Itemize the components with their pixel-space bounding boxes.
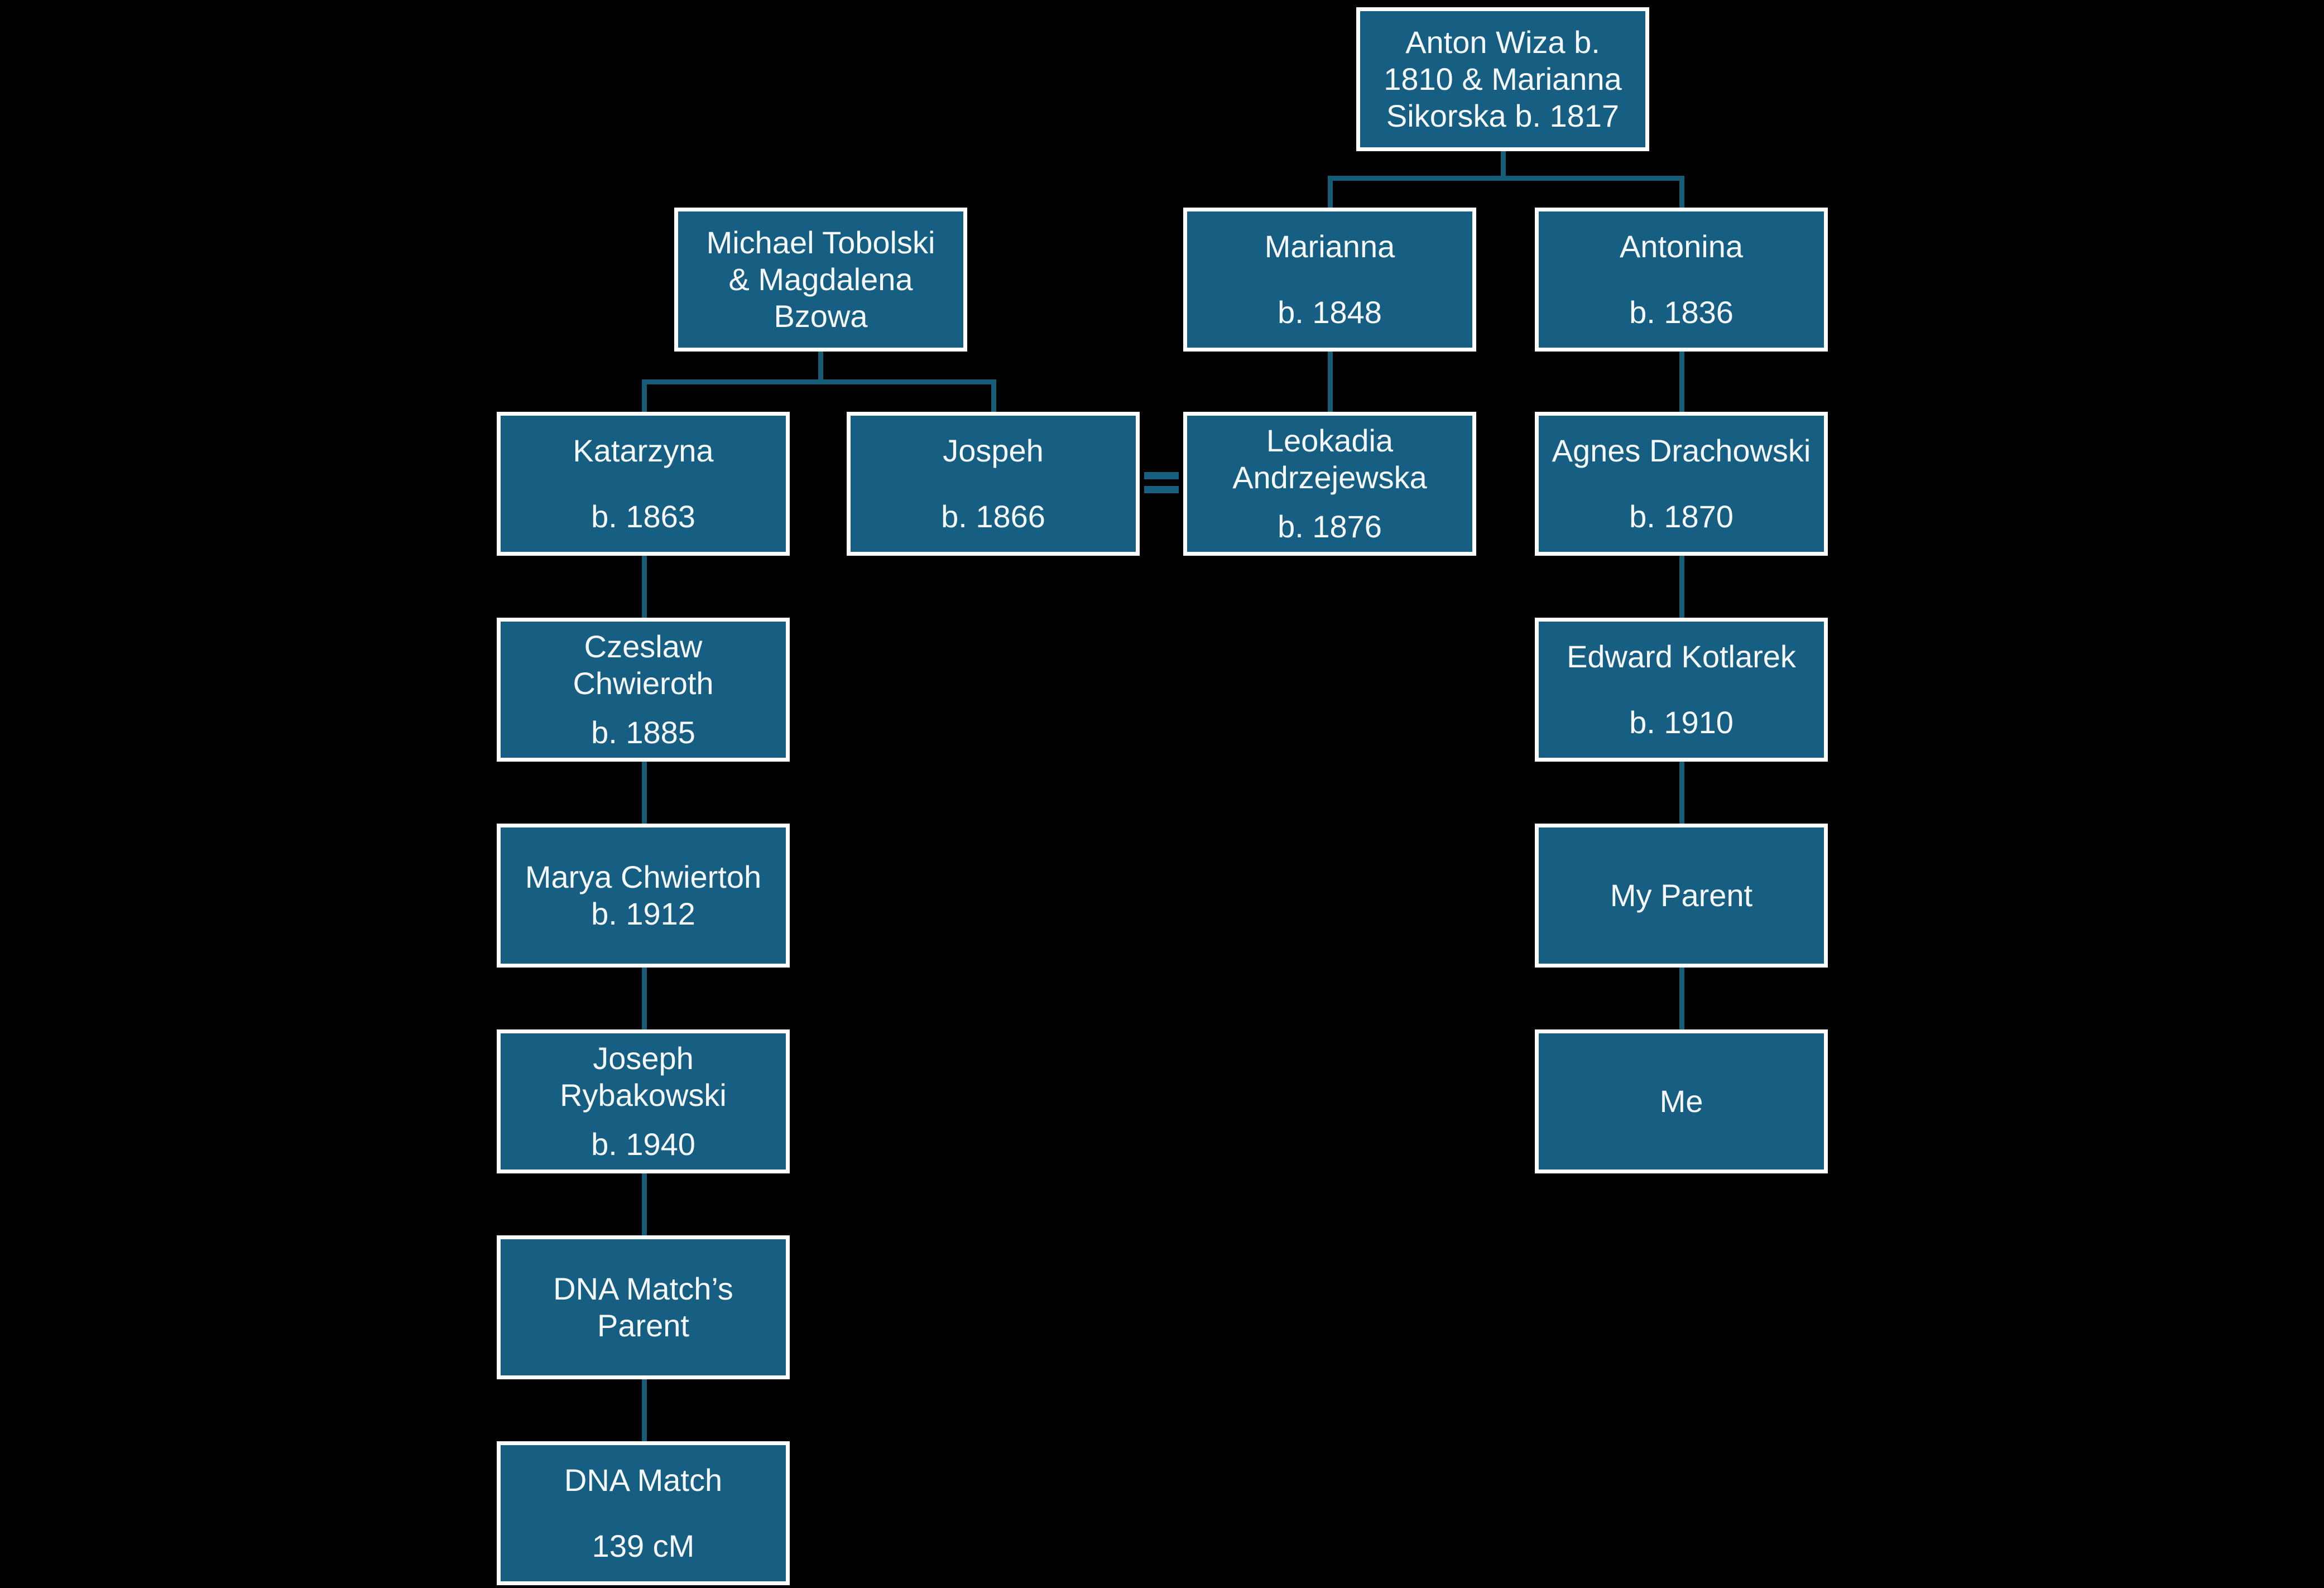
node-marianna: Marianna b. 1848 [1183, 208, 1476, 352]
person-name: Michael Tobolski & Magdalena Bzowa [706, 225, 935, 334]
person-name: Marianna [1264, 229, 1395, 264]
person-birth: b. 1863 [591, 499, 695, 534]
node-czeslaw-chwieroth: Czeslaw Chwieroth b. 1885 [497, 618, 790, 762]
connector-dnaparent-dnamatch [642, 1377, 647, 1441]
person-name: My Parent [1610, 878, 1753, 913]
node-katarzyna: Katarzyna b. 1863 [497, 412, 790, 556]
node-me: Me [1535, 1029, 1828, 1173]
connector-marianna-leokadia [1328, 349, 1333, 412]
connector-michael-stub [818, 349, 823, 383]
connector-drop-katarzyna [642, 379, 647, 412]
connector-anton-stub [1501, 148, 1506, 181]
person-name: Katarzyna [573, 433, 714, 468]
person-birth: b. 1848 [1278, 295, 1382, 330]
person-birth: b. 1885 [591, 715, 695, 750]
node-joseph-rybakowski: Joseph Rybakowski b. 1940 [497, 1029, 790, 1173]
connector-drop-antonina [1679, 176, 1684, 208]
person-birth: b. 1876 [1278, 509, 1382, 544]
node-anton-wiza-marianna-sikorska: Anton Wiza b. 1810 & Marianna Sikorska b… [1356, 7, 1649, 151]
person-name: Edward Kotlarek [1567, 639, 1796, 674]
node-dna-match: DNA Match 139 cM [497, 1441, 790, 1585]
person-birth: b. 1870 [1629, 499, 1734, 534]
person-name: Me [1659, 1084, 1703, 1119]
person-name: Antonina [1619, 229, 1744, 264]
person-birth: b. 1910 [1629, 705, 1734, 740]
person-name: DNA Match’s Parent [553, 1271, 733, 1343]
person-name: Leokadia Andrzejewska [1232, 423, 1427, 495]
person-birth: b. 1912 [591, 896, 695, 931]
person-name: Joseph Rybakowski [560, 1041, 727, 1113]
person-birth: b. 1866 [941, 499, 1045, 534]
connector-mid-horizontal [642, 379, 996, 384]
node-michael-tobolski-magdalena-bzowa: Michael Tobolski & Magdalena Bzowa [674, 208, 967, 352]
connector-antonina-agnes [1679, 349, 1684, 412]
connector-katarzyna-czeslaw [642, 553, 647, 618]
connector-myparent-me [1679, 965, 1684, 1029]
connector-czeslaw-marya [642, 759, 647, 824]
connector-drop-jospeh [991, 379, 996, 412]
person-birth: b. 1836 [1629, 295, 1734, 330]
node-my-parent: My Parent [1535, 824, 1828, 968]
person-name: Czeslaw Chwieroth [573, 629, 714, 701]
node-antonina: Antonina b. 1836 [1535, 208, 1828, 352]
node-edward-kotlarek: Edward Kotlarek b. 1910 [1535, 618, 1828, 762]
connector-top-horizontal [1328, 176, 1684, 181]
node-jospeh: Jospeh b. 1866 [847, 412, 1140, 556]
spouse-equals-icon [1144, 486, 1179, 493]
person-name: DNA Match [564, 1462, 723, 1498]
connector-josephr-dnaparent [642, 1171, 647, 1235]
person-name: Anton Wiza b. 1810 & Marianna Sikorska b… [1384, 25, 1622, 133]
spouse-equals-icon [1144, 472, 1179, 479]
node-agnes-drachowski: Agnes Drachowski b. 1870 [1535, 412, 1828, 556]
node-dna-match-parent: DNA Match’s Parent [497, 1235, 790, 1379]
node-marya-chwiertoh: Marya Chwiertoh b. 1912 [497, 824, 790, 968]
person-name: Agnes Drachowski [1552, 433, 1811, 468]
connector-agnes-edward [1679, 553, 1684, 618]
connector-marya-josephr [642, 965, 647, 1029]
node-leokadia-andrzejewska: Leokadia Andrzejewska b. 1876 [1183, 412, 1476, 556]
person-name: Jospeh [943, 433, 1044, 468]
person-name: Marya Chwiertoh [525, 859, 762, 894]
person-birth: b. 1940 [591, 1127, 695, 1162]
connector-drop-marianna [1328, 176, 1333, 208]
person-centimorgans: 139 cM [592, 1528, 695, 1563]
connector-edward-myparent [1679, 759, 1684, 824]
